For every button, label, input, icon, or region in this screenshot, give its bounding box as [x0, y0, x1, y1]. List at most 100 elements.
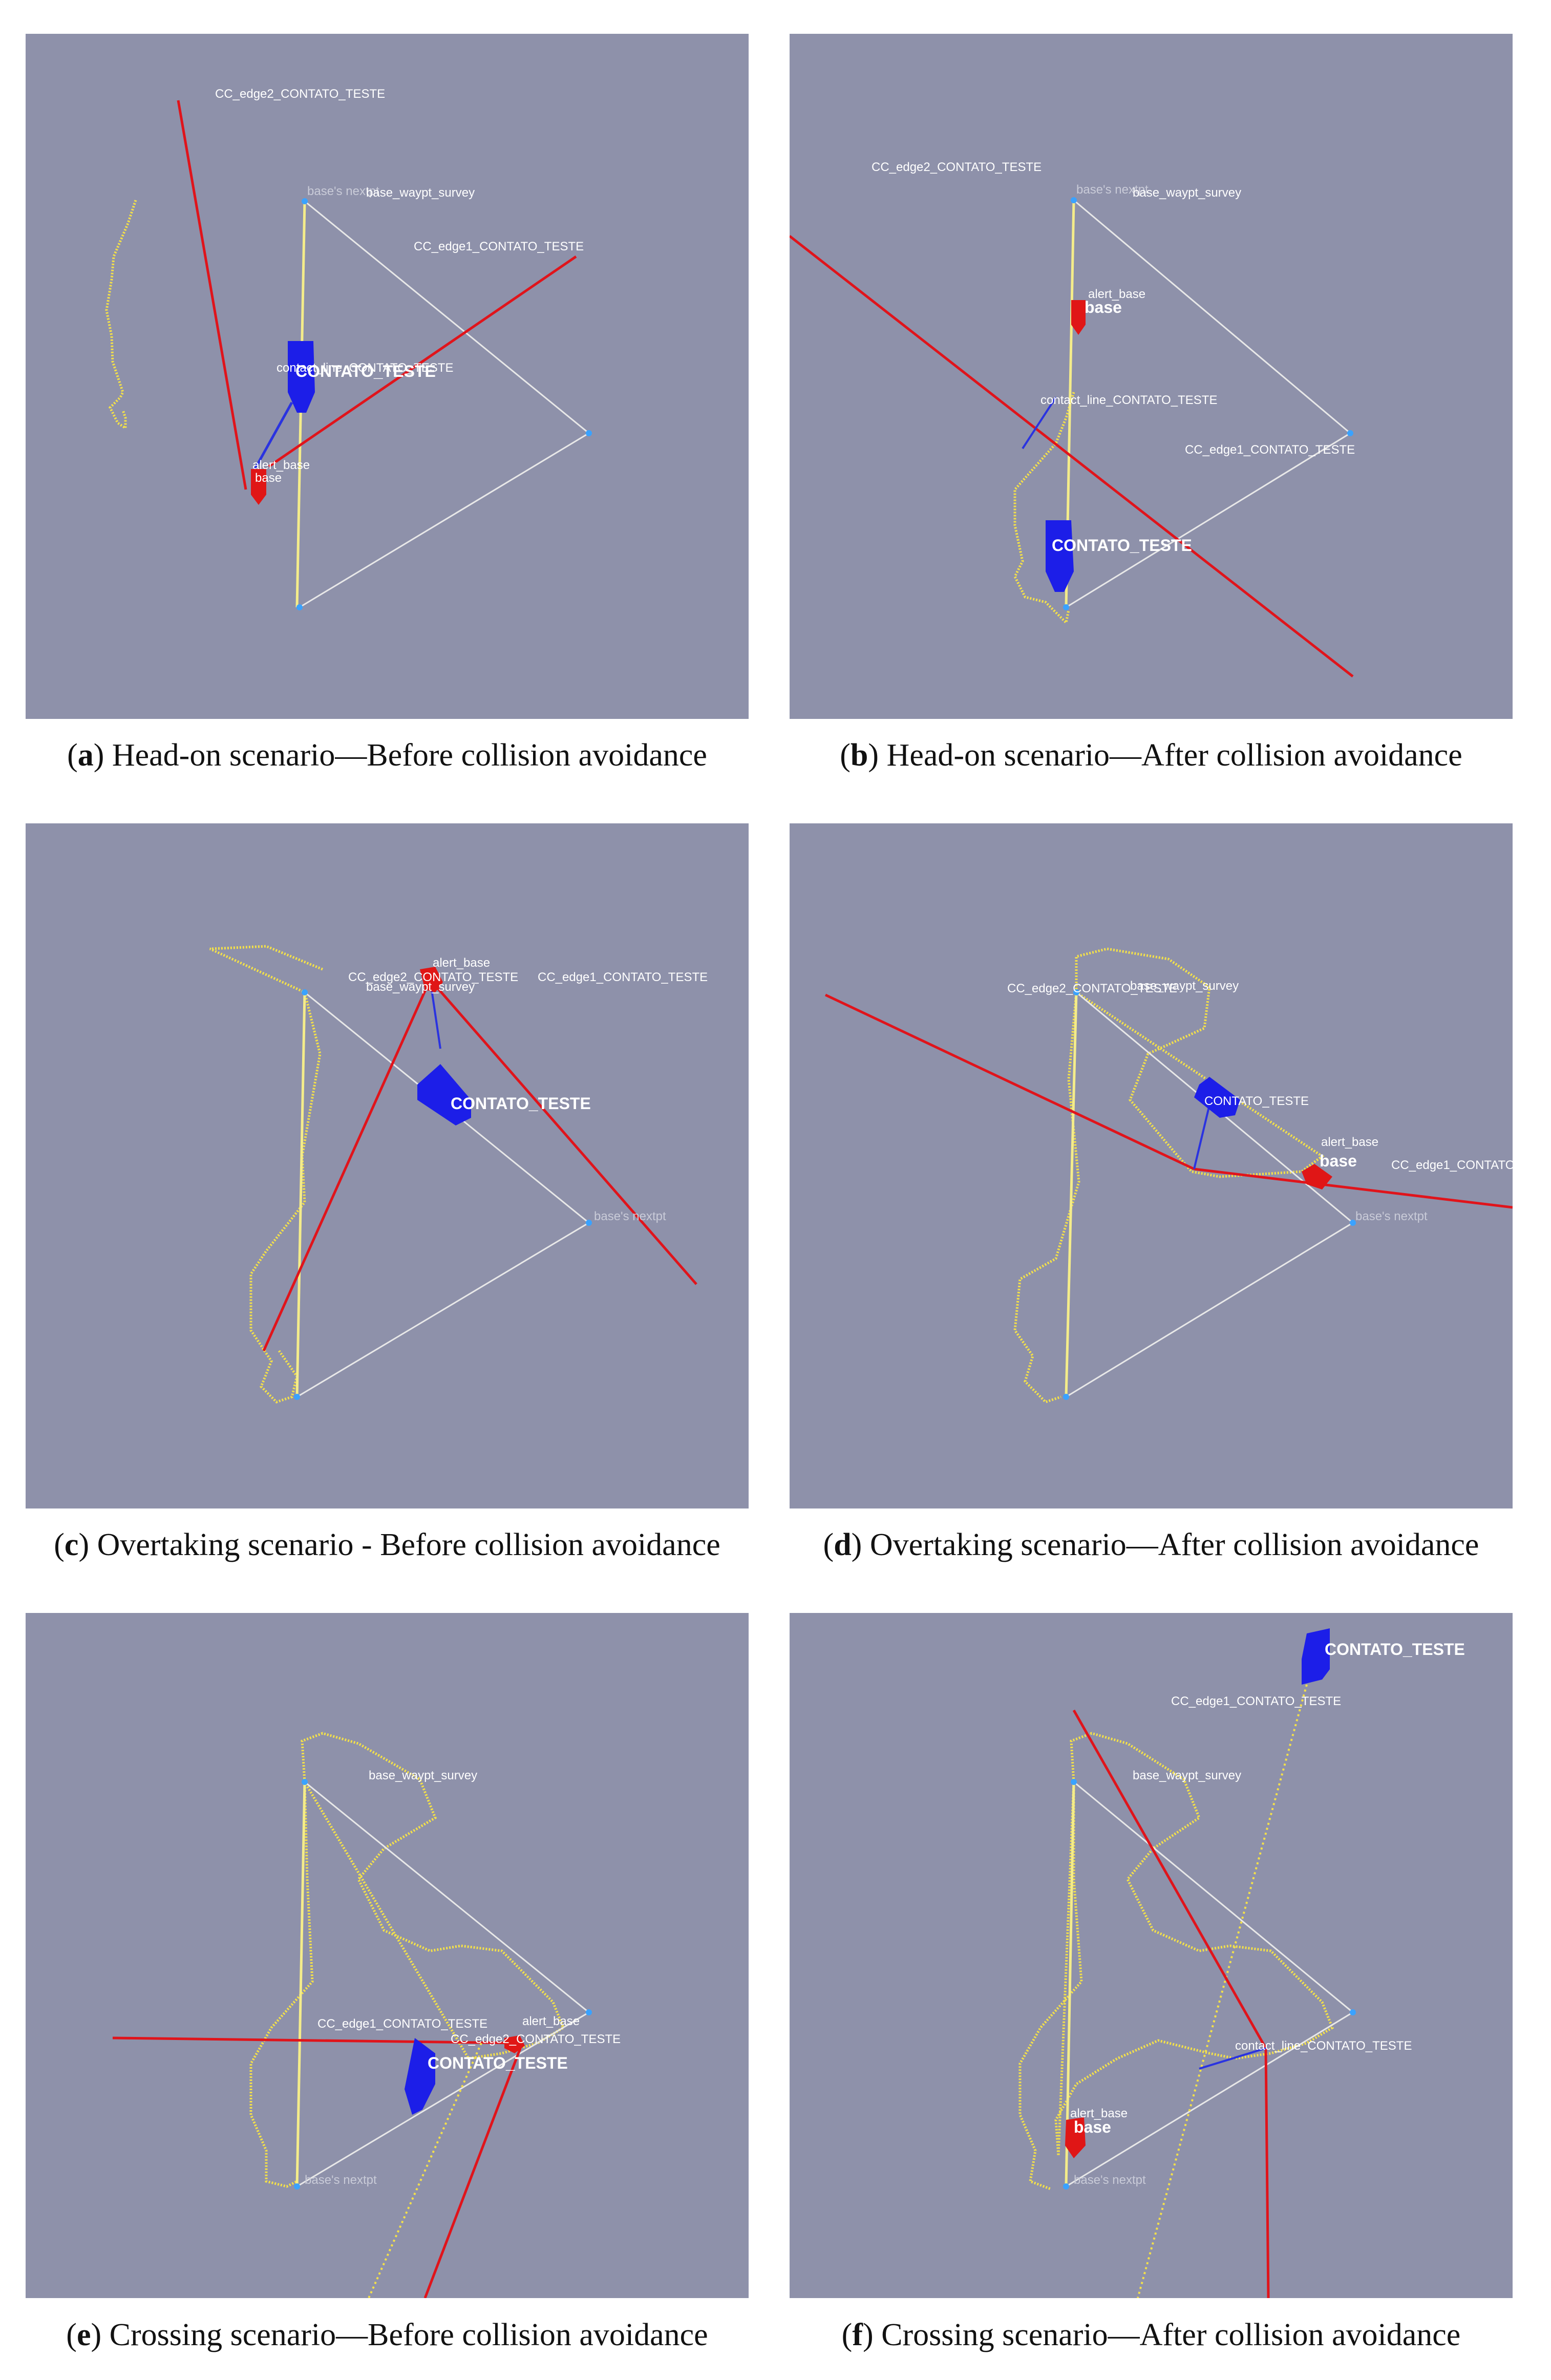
- cc-line-1: [112, 2036, 523, 2045]
- waypoint-leg: [1065, 992, 1078, 1397]
- label-waypt: base_waypt_survey: [366, 186, 475, 200]
- cc-line-2: [1194, 1167, 1513, 1209]
- label-nextpt: base's nextpt: [1355, 1209, 1428, 1223]
- panel-d: CC_edge2_CONTATO_TESTE base_waypt_survey…: [790, 823, 1513, 1508]
- label-nextpt: base's nextpt: [305, 2173, 377, 2187]
- cc-line-2: [429, 979, 697, 1285]
- label-nextpt: base's nextpt: [1076, 183, 1149, 197]
- own-vessel: [251, 469, 266, 505]
- label-nextpt: base's nextpt: [307, 184, 379, 198]
- waypoint-marker: [294, 1394, 300, 1400]
- own-vessel: [504, 2035, 525, 2053]
- label-edge1: CC_edge1_CONTATO_TESTE: [317, 2017, 487, 2031]
- label-contact-line: contact_line_CONTATO_TESTE: [1235, 2039, 1412, 2053]
- label-contact: CONTATO_TESTE: [451, 1094, 591, 1113]
- waypoint-marker: [1071, 1779, 1077, 1785]
- yellow-track: [1018, 1732, 1334, 2191]
- yellow-track: [209, 945, 323, 1404]
- label-alert: alert_base: [1088, 287, 1145, 301]
- panel-f: CONTATO_TESTE CC_edge1_CONTATO_TESTE bas…: [790, 1613, 1513, 2298]
- contact-path: [1137, 1684, 1308, 2298]
- label-nextpt: base's nextpt: [1074, 2173, 1146, 2187]
- caption-b: (b) Head-on scenario—After collision avo…: [840, 738, 1462, 773]
- waypoint-marker: [302, 989, 308, 995]
- waypoint-marker: [1347, 430, 1353, 436]
- contact-vessel: [1194, 1077, 1240, 1118]
- label-contact: CONTATO_TESTE: [1052, 536, 1192, 555]
- label-contact-line: contact_line_CONTATO_TESTE: [1040, 393, 1217, 407]
- waypoint-marker: [1063, 2183, 1069, 2190]
- label-waypt: base_waypt_survey: [1133, 186, 1241, 200]
- label-alert: alert_base: [522, 2014, 580, 2028]
- panel-e-scene: base_waypt_survey CC_edge1_CONTATO_TESTE…: [112, 1732, 621, 2298]
- label-contact: CONTATO_TESTE: [428, 2054, 568, 2072]
- waypoint-marker: [1350, 2009, 1356, 2015]
- contact-line: [1022, 396, 1057, 450]
- contact-vessel: [405, 2038, 435, 2115]
- panel-c-scene: alert_base CC_edge2_CONTATO_TESTE CC_edg…: [209, 945, 708, 1404]
- label-waypt: base_waypt_survey: [1130, 979, 1239, 993]
- label-base: base: [1085, 298, 1122, 316]
- label-edge1: CC_edge1_CONTATO_TESTE: [1171, 1694, 1341, 1708]
- cc-line-2: [423, 2043, 524, 2298]
- waypoint-triangle: [296, 991, 590, 1398]
- panel-f-scene: CONTATO_TESTE CC_edge1_CONTATO_TESTE bas…: [1018, 1628, 1465, 2298]
- label-waypt: base_waypt_survey: [369, 1769, 477, 1782]
- contact-vessel: [288, 341, 315, 413]
- caption-e: (e) Crossing scenario—Before collision a…: [66, 2318, 708, 2352]
- label-alert: alert_base: [433, 956, 490, 970]
- caption-c: (c) Overtaking scenario - Before collisi…: [54, 1527, 720, 1562]
- cc-line-1: [262, 979, 432, 1352]
- cc-line-1: [824, 993, 1195, 1171]
- panel-e: base_waypt_survey CC_edge1_CONTATO_TESTE…: [26, 1613, 749, 2298]
- waypoint-leg: [295, 1781, 306, 2187]
- waypoint-triangle: [1066, 991, 1354, 1398]
- waypoint-leg: [1065, 1781, 1075, 2187]
- waypoint-marker: [1073, 989, 1079, 995]
- panel-b-scene: CC_edge2_CONTATO_TESTE base's nextpt bas…: [790, 160, 1355, 677]
- yellow-track: [1013, 392, 1075, 626]
- contact-vessel: [1046, 520, 1074, 592]
- yellow-track: [105, 200, 137, 431]
- contact-vessel: [417, 1064, 471, 1125]
- cc-line: [790, 235, 1354, 677]
- contact-vessel: [1302, 1628, 1330, 1685]
- label-nextpt: base's nextpt: [594, 1209, 666, 1223]
- contact-line: [1193, 1104, 1210, 1170]
- waypoint-leg: [295, 992, 306, 1397]
- cc-line-2: [268, 255, 577, 468]
- label-edge2: CC_edge2_CONTATO_TESTE: [215, 87, 385, 101]
- label-edge2: CC_edge2_CONTATO_TESTE: [348, 970, 518, 984]
- waypoint-marker: [586, 430, 592, 436]
- waypoint-marker: [302, 1779, 308, 1785]
- label-base: base: [1074, 2118, 1111, 2136]
- panel-a: CC_edge2_CONTATO_TESTE base's nextpt bas…: [26, 34, 749, 719]
- label-base: base: [1320, 1152, 1357, 1170]
- waypoint-marker: [296, 604, 303, 610]
- own-vessel: [1065, 2117, 1086, 2158]
- waypoint-marker: [1063, 604, 1069, 610]
- label-base: base: [255, 471, 282, 485]
- contact-line: [252, 401, 293, 473]
- caption-f: (f) Crossing scenario—After collision av…: [841, 2318, 1461, 2352]
- label-alert: alert_base: [1070, 2107, 1128, 2120]
- own-vessel: [420, 967, 443, 992]
- label-edge2: CC_edge2_CONTATO_TESTE: [451, 2032, 621, 2046]
- waypoint-marker: [1063, 1394, 1069, 1400]
- label-contact: CONTATO_TESTE: [1204, 1094, 1309, 1108]
- waypoint-marker: [586, 1220, 592, 1226]
- label-edge1: CC_edge1_CONTATO_TESTE: [538, 970, 708, 984]
- waypoint-marker: [302, 198, 308, 204]
- own-vessel: [1302, 1164, 1332, 1189]
- contact-line: [1199, 2047, 1266, 2070]
- label-alert: alert_base: [1321, 1135, 1378, 1149]
- yellow-track: [249, 1732, 565, 2188]
- panel-b: CC_edge2_CONTATO_TESTE base's nextpt bas…: [790, 34, 1513, 719]
- yellow-track: [1013, 947, 1325, 1404]
- waypoint-triangle: [299, 200, 590, 608]
- caption-a: (a) Head-on scenario—Before collision av…: [67, 738, 707, 773]
- own-vessel: [1071, 300, 1086, 335]
- panel-a-scene: CC_edge2_CONTATO_TESTE base's nextpt bas…: [105, 87, 592, 610]
- panel-d-scene: CC_edge2_CONTATO_TESTE base_waypt_survey…: [824, 947, 1513, 1404]
- cc-line-1: [1072, 1709, 1267, 2049]
